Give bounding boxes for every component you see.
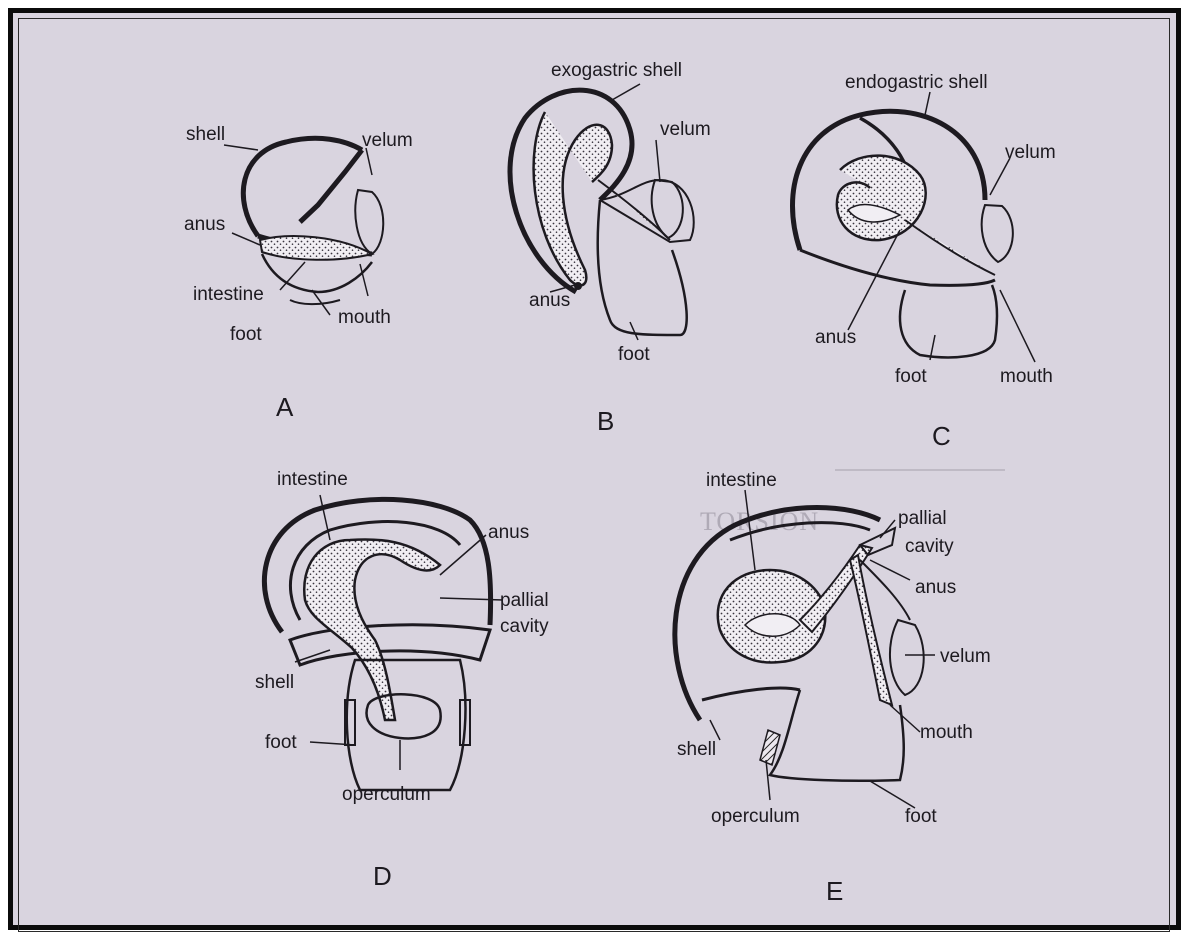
figure-letter-a: A xyxy=(276,392,294,422)
figure-e xyxy=(675,490,935,808)
label-cavity-e: cavity xyxy=(905,536,954,557)
label-operculum-d: operculum xyxy=(342,784,431,805)
label-foot-c: foot xyxy=(895,366,927,387)
label-mouth-c: mouth xyxy=(1000,366,1053,387)
label-mouth-a: mouth xyxy=(338,307,391,328)
label-foot-a: foot xyxy=(230,324,262,345)
foot-b xyxy=(598,200,687,335)
foot-e xyxy=(770,690,904,781)
velum-c xyxy=(982,205,1013,262)
label-intestine-d: intestine xyxy=(277,469,348,490)
label-title-c: endogastric shell xyxy=(845,72,988,93)
figure-d xyxy=(264,495,503,790)
velum-e xyxy=(890,620,924,695)
label-anus-d: anus xyxy=(488,522,529,543)
figure-a-labels: shell velum anus intestine mouth foot A xyxy=(184,124,413,422)
foot-c xyxy=(900,285,997,357)
label-shell-a: shell xyxy=(186,124,225,145)
label-anus-e: anus xyxy=(915,577,956,598)
label-foot-e: foot xyxy=(905,806,937,827)
label-velum-e: velum xyxy=(940,646,991,667)
label-anus-c: anus xyxy=(815,327,856,348)
foot-d xyxy=(347,660,466,790)
label-anus-a: anus xyxy=(184,214,225,235)
operculum-e xyxy=(760,730,780,765)
figure-d-labels: intestine anus pallial cavity shell foot… xyxy=(255,469,549,891)
label-title-b: exogastric shell xyxy=(551,60,682,81)
label-anus-b: anus xyxy=(529,290,570,311)
velum-b xyxy=(652,180,683,238)
label-velum-a: velum xyxy=(362,130,413,151)
figure-c-labels: endogastric shell velum anus foot mouth … xyxy=(815,72,1056,451)
label-cavity-d: cavity xyxy=(500,616,549,637)
figure-letter-c: C xyxy=(932,421,951,451)
label-mouth-e: mouth xyxy=(920,722,973,743)
label-intestine-a: intestine xyxy=(193,284,264,305)
intestine-a xyxy=(260,236,372,260)
shell-d xyxy=(264,499,490,632)
velum-a xyxy=(355,190,383,254)
figure-c xyxy=(793,92,1036,362)
label-velum-b: velum xyxy=(660,119,711,140)
label-foot-d: foot xyxy=(265,732,297,753)
label-foot-b: foot xyxy=(618,344,650,365)
intestine-c xyxy=(837,156,926,241)
figure-letter-e: E xyxy=(826,876,843,906)
operculum-d xyxy=(367,694,441,738)
label-pallial-e: pallial xyxy=(898,508,947,529)
figure-letter-d: D xyxy=(373,861,392,891)
label-operculum-e: operculum xyxy=(711,806,800,827)
label-intestine-e: intestine xyxy=(706,470,777,491)
label-velum-c: velum xyxy=(1005,142,1056,163)
label-shell-e: shell xyxy=(677,739,716,760)
label-shell-d: shell xyxy=(255,672,294,693)
figure-letter-b: B xyxy=(597,406,614,436)
label-pallial-d: pallial xyxy=(500,590,549,611)
